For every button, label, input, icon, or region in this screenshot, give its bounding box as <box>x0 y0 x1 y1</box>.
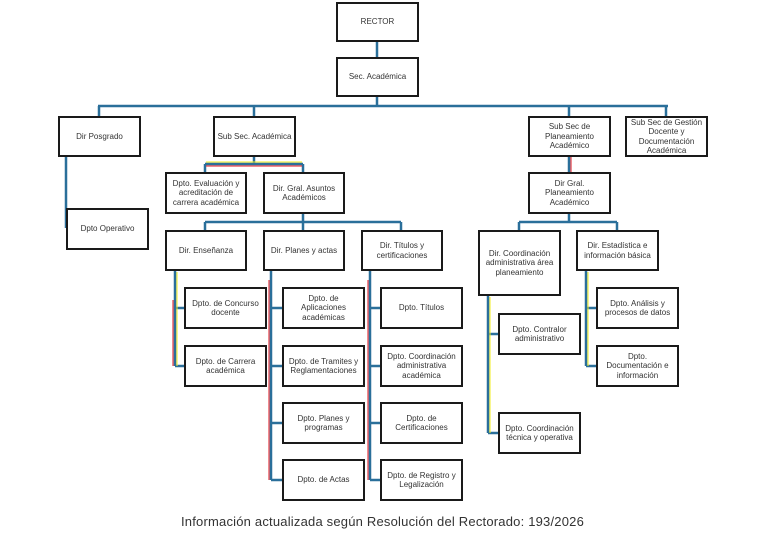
node-dpto-concurso: Dpto. de Concurso docente <box>184 287 267 329</box>
node-dpto-contralor: Dpto. Contralor administrativo <box>498 313 581 355</box>
node-dpto-actas: Dpto. de Actas <box>282 459 365 501</box>
node-dir-coord-admin: Dir. Coordinación administrativa área pl… <box>478 230 561 296</box>
node-sec-academica: Sec. Académica <box>336 57 419 97</box>
node-dpto-evaluacion: Dpto. Evaluación y acreditación de carre… <box>165 172 247 214</box>
node-dir-gral-planeamiento: Dir Gral. Planeamiento Académico <box>528 172 611 214</box>
node-sub-sec-gestion: Sub Sec de Gestión Docente y Documentaci… <box>625 116 708 157</box>
node-dpto-analisis: Dpto. Análisis y procesos de datos <box>596 287 679 329</box>
node-dpto-planes: Dpto. Planes y programas <box>282 402 365 444</box>
node-dir-ensenanza: Dir. Enseñanza <box>165 230 247 271</box>
node-dpto-coord-tecnica: Dpto. Coordinación técnica y operativa <box>498 412 581 454</box>
node-dpto-titulos: Dpto. Títulos <box>380 287 463 329</box>
node-rector: RECTOR <box>336 2 419 42</box>
footer-note: Información actualizada según Resolución… <box>180 514 585 529</box>
node-dir-titulos: Dir. Títulos y certificaciones <box>361 230 443 271</box>
node-dir-planes: Dir. Planes y actas <box>263 230 345 271</box>
node-dpto-registro: Dpto. de Registro y Legalización <box>380 459 463 501</box>
node-dpto-aplicaciones: Dpto. de Aplicaciones académicas <box>282 287 365 329</box>
node-sub-sec-planeamiento: Sub Sec de Planeamiento Académico <box>528 116 611 157</box>
node-dpto-carrera: Dpto. de Carrera académica <box>184 345 267 387</box>
node-dir-posgrado: Dir Posgrado <box>58 116 141 157</box>
node-sub-sec-academica: Sub Sec. Académica <box>213 116 296 157</box>
node-dpto-coord-admin-acad: Dpto. Coordinación administrativa académ… <box>380 345 463 387</box>
node-dpto-documentacion: Dpto. Documentación e información <box>596 345 679 387</box>
node-dpto-tramites: Dpto. de Tramites y Reglamentaciones <box>282 345 365 387</box>
node-dpto-certificaciones: Dpto. de Certificaciones <box>380 402 463 444</box>
node-dpto-operativo: Dpto Operativo <box>66 208 149 250</box>
node-dir-gral-asuntos: Dir. Gral. Asuntos Académicos <box>263 172 345 214</box>
node-dir-estadistica: Dir. Estadística e información básica <box>576 230 659 271</box>
